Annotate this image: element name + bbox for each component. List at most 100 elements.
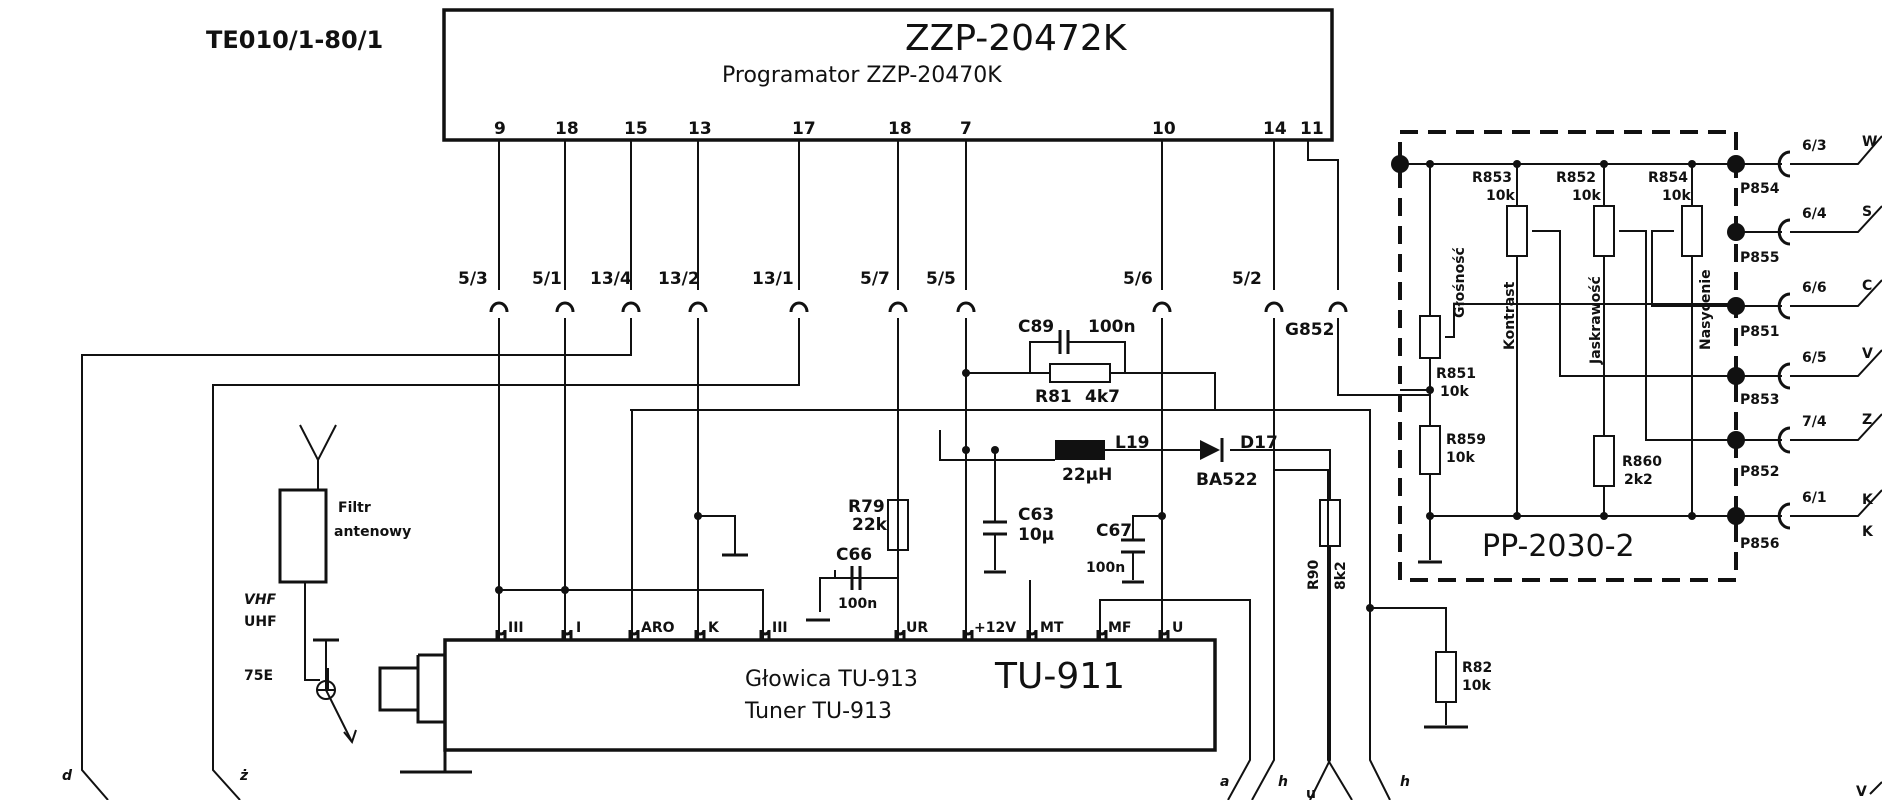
tuner-pin-label: MF bbox=[1108, 620, 1132, 636]
r82-value: 10k bbox=[1462, 678, 1491, 694]
r853-label: R853 bbox=[1472, 170, 1512, 186]
output-connector-label: 6/6 bbox=[1802, 280, 1827, 296]
tuner-pin-label: +12V bbox=[974, 620, 1016, 636]
output-letter: V bbox=[1862, 346, 1873, 362]
c67-value: 100n bbox=[1086, 560, 1125, 576]
programmer-pin-label: 18 bbox=[555, 119, 579, 139]
pin13-ground bbox=[694, 512, 748, 557]
r852-value: 10k bbox=[1572, 188, 1601, 204]
pot-contrast-label: Kontrast bbox=[1502, 281, 1518, 350]
antenna-filter: Filtr antenowy VHF UHF 75E bbox=[244, 424, 445, 745]
r90-label: R90 bbox=[1306, 559, 1322, 590]
tuner-pin-label: III bbox=[772, 620, 788, 636]
r81-value: 4k7 bbox=[1085, 387, 1120, 407]
r90-r82-resistors: R90 8k2 R82 10k bbox=[1273, 410, 1492, 800]
plug-label: P856 bbox=[1740, 536, 1779, 552]
c63-label: C63 bbox=[1018, 505, 1054, 525]
plug-label: P852 bbox=[1740, 464, 1779, 480]
wire-end-label: ż bbox=[239, 768, 249, 784]
filter-impedance: 75E bbox=[244, 668, 273, 684]
connector-label: 5/1 bbox=[532, 269, 562, 289]
r79-label: R79 bbox=[848, 497, 885, 517]
tuner-line1: Głowica TU-913 bbox=[745, 667, 918, 692]
plug-label: P855 bbox=[1740, 250, 1779, 266]
tuner-line2: Tuner TU-913 bbox=[744, 699, 892, 724]
r79-c66-network: R79 22k C66 100n bbox=[806, 497, 909, 650]
plug-label: P851 bbox=[1740, 324, 1779, 340]
plug-label: P854 bbox=[1740, 181, 1780, 197]
c89-value: 100n bbox=[1088, 317, 1136, 337]
c67-label: C67 bbox=[1096, 521, 1132, 541]
r851-label: R851 bbox=[1436, 366, 1476, 382]
connector-label: 5/5 bbox=[926, 269, 956, 289]
wire-end-label: h bbox=[1278, 774, 1288, 790]
wire-end-label: u bbox=[1306, 786, 1316, 800]
output-connector-label: 6/4 bbox=[1802, 206, 1827, 222]
tuner-pin-label: UR bbox=[906, 620, 928, 636]
output-letter: C bbox=[1862, 278, 1872, 294]
pp-module: R853 10k R852 10k R854 10k R851 10k R859… bbox=[1391, 130, 1780, 582]
filter-band-uhf: UHF bbox=[244, 614, 277, 630]
connector-row: 5/3 5/1 13/4 13/2 13/1 5/7 5/5 5/6 5/2 G… bbox=[458, 269, 1348, 340]
c89-label: C89 bbox=[1018, 317, 1054, 337]
output-letter: W bbox=[1862, 134, 1877, 150]
output-connector-label: 7/4 bbox=[1802, 414, 1827, 430]
output-letter: S bbox=[1862, 204, 1872, 220]
output-connector-label: 6/1 bbox=[1802, 490, 1827, 506]
r851-value: 10k bbox=[1440, 384, 1469, 400]
tuner-handwritten-label: TU-911 bbox=[994, 656, 1125, 697]
output-letter: Z bbox=[1862, 412, 1872, 428]
pp-module-name: PP-2030-2 bbox=[1482, 529, 1635, 564]
c63-capacitor: C63 10µ bbox=[983, 446, 1054, 574]
programmer-pin-label: 10 bbox=[1152, 119, 1176, 139]
connector-label: 13/4 bbox=[590, 269, 632, 289]
c67-capacitor: C67 100n bbox=[1086, 512, 1166, 584]
wire-end-label: d bbox=[62, 768, 73, 784]
output-letter-extra: K bbox=[1862, 524, 1874, 540]
wire-end-label: h bbox=[1400, 774, 1410, 790]
r82-label: R82 bbox=[1462, 660, 1492, 676]
r853-value: 10k bbox=[1486, 188, 1515, 204]
tuner-pin-label: MT bbox=[1040, 620, 1064, 636]
tuner-bus bbox=[495, 410, 1251, 800]
c89-r81-network: C89 100n R81 4k7 bbox=[962, 317, 1216, 410]
programmer-pin-label: 13 bbox=[688, 119, 712, 139]
tuner-pin-label: ARO bbox=[641, 620, 675, 636]
supply-rail: L19 22µH D17 BA522 bbox=[630, 409, 1391, 800]
r79-value: 22k bbox=[852, 515, 888, 535]
r854-label: R854 bbox=[1648, 170, 1688, 186]
d17-type: BA522 bbox=[1196, 470, 1258, 490]
r852-label: R852 bbox=[1556, 170, 1596, 186]
filter-band-vhf: VHF bbox=[244, 592, 277, 608]
r81-label: R81 bbox=[1035, 387, 1072, 407]
connector-label: G852 bbox=[1285, 320, 1334, 340]
output-connectors: 6/3 6/4 6/6 6/5 7/4 6/1 W S C V Z K K V bbox=[1736, 134, 1882, 800]
tuner-block: III I ARO K III UR +12V MT MF U Głowica … bbox=[400, 620, 1217, 774]
programmer-label: Programator ZZP-20470K bbox=[722, 63, 1002, 88]
wire-end-label: a bbox=[1220, 774, 1229, 790]
tuner-pin-label: K bbox=[708, 620, 720, 636]
r860-value: 2k2 bbox=[1624, 472, 1653, 488]
c66-value: 100n bbox=[838, 596, 877, 612]
r859-label: R859 bbox=[1446, 432, 1486, 448]
pot-volume-label: Głośność bbox=[1452, 247, 1468, 318]
filter-line1: Filtr bbox=[338, 500, 371, 516]
plug-label: P853 bbox=[1740, 392, 1779, 408]
tuner-pin-label: U bbox=[1172, 620, 1183, 636]
programmer-pin-label: 15 bbox=[624, 119, 648, 139]
programmer-pin-label: 17 bbox=[792, 119, 816, 139]
wire-end-labels: d ż a h u h bbox=[62, 768, 1410, 800]
connector-label: 5/7 bbox=[860, 269, 890, 289]
r860-label: R860 bbox=[1622, 454, 1662, 470]
programmer-pin-label: 9 bbox=[494, 119, 506, 139]
output-connector-label: 6/3 bbox=[1802, 138, 1827, 154]
connector-label: 13/2 bbox=[658, 269, 700, 289]
programmer-pin-label: 11 bbox=[1300, 119, 1324, 139]
connector-label: 13/1 bbox=[752, 269, 794, 289]
l19-label: L19 bbox=[1115, 433, 1150, 453]
r859-value: 10k bbox=[1446, 450, 1475, 466]
d17-diode-icon bbox=[1200, 440, 1220, 460]
filter-line2: antenowy bbox=[334, 524, 411, 540]
connector-label: 5/6 bbox=[1123, 269, 1153, 289]
